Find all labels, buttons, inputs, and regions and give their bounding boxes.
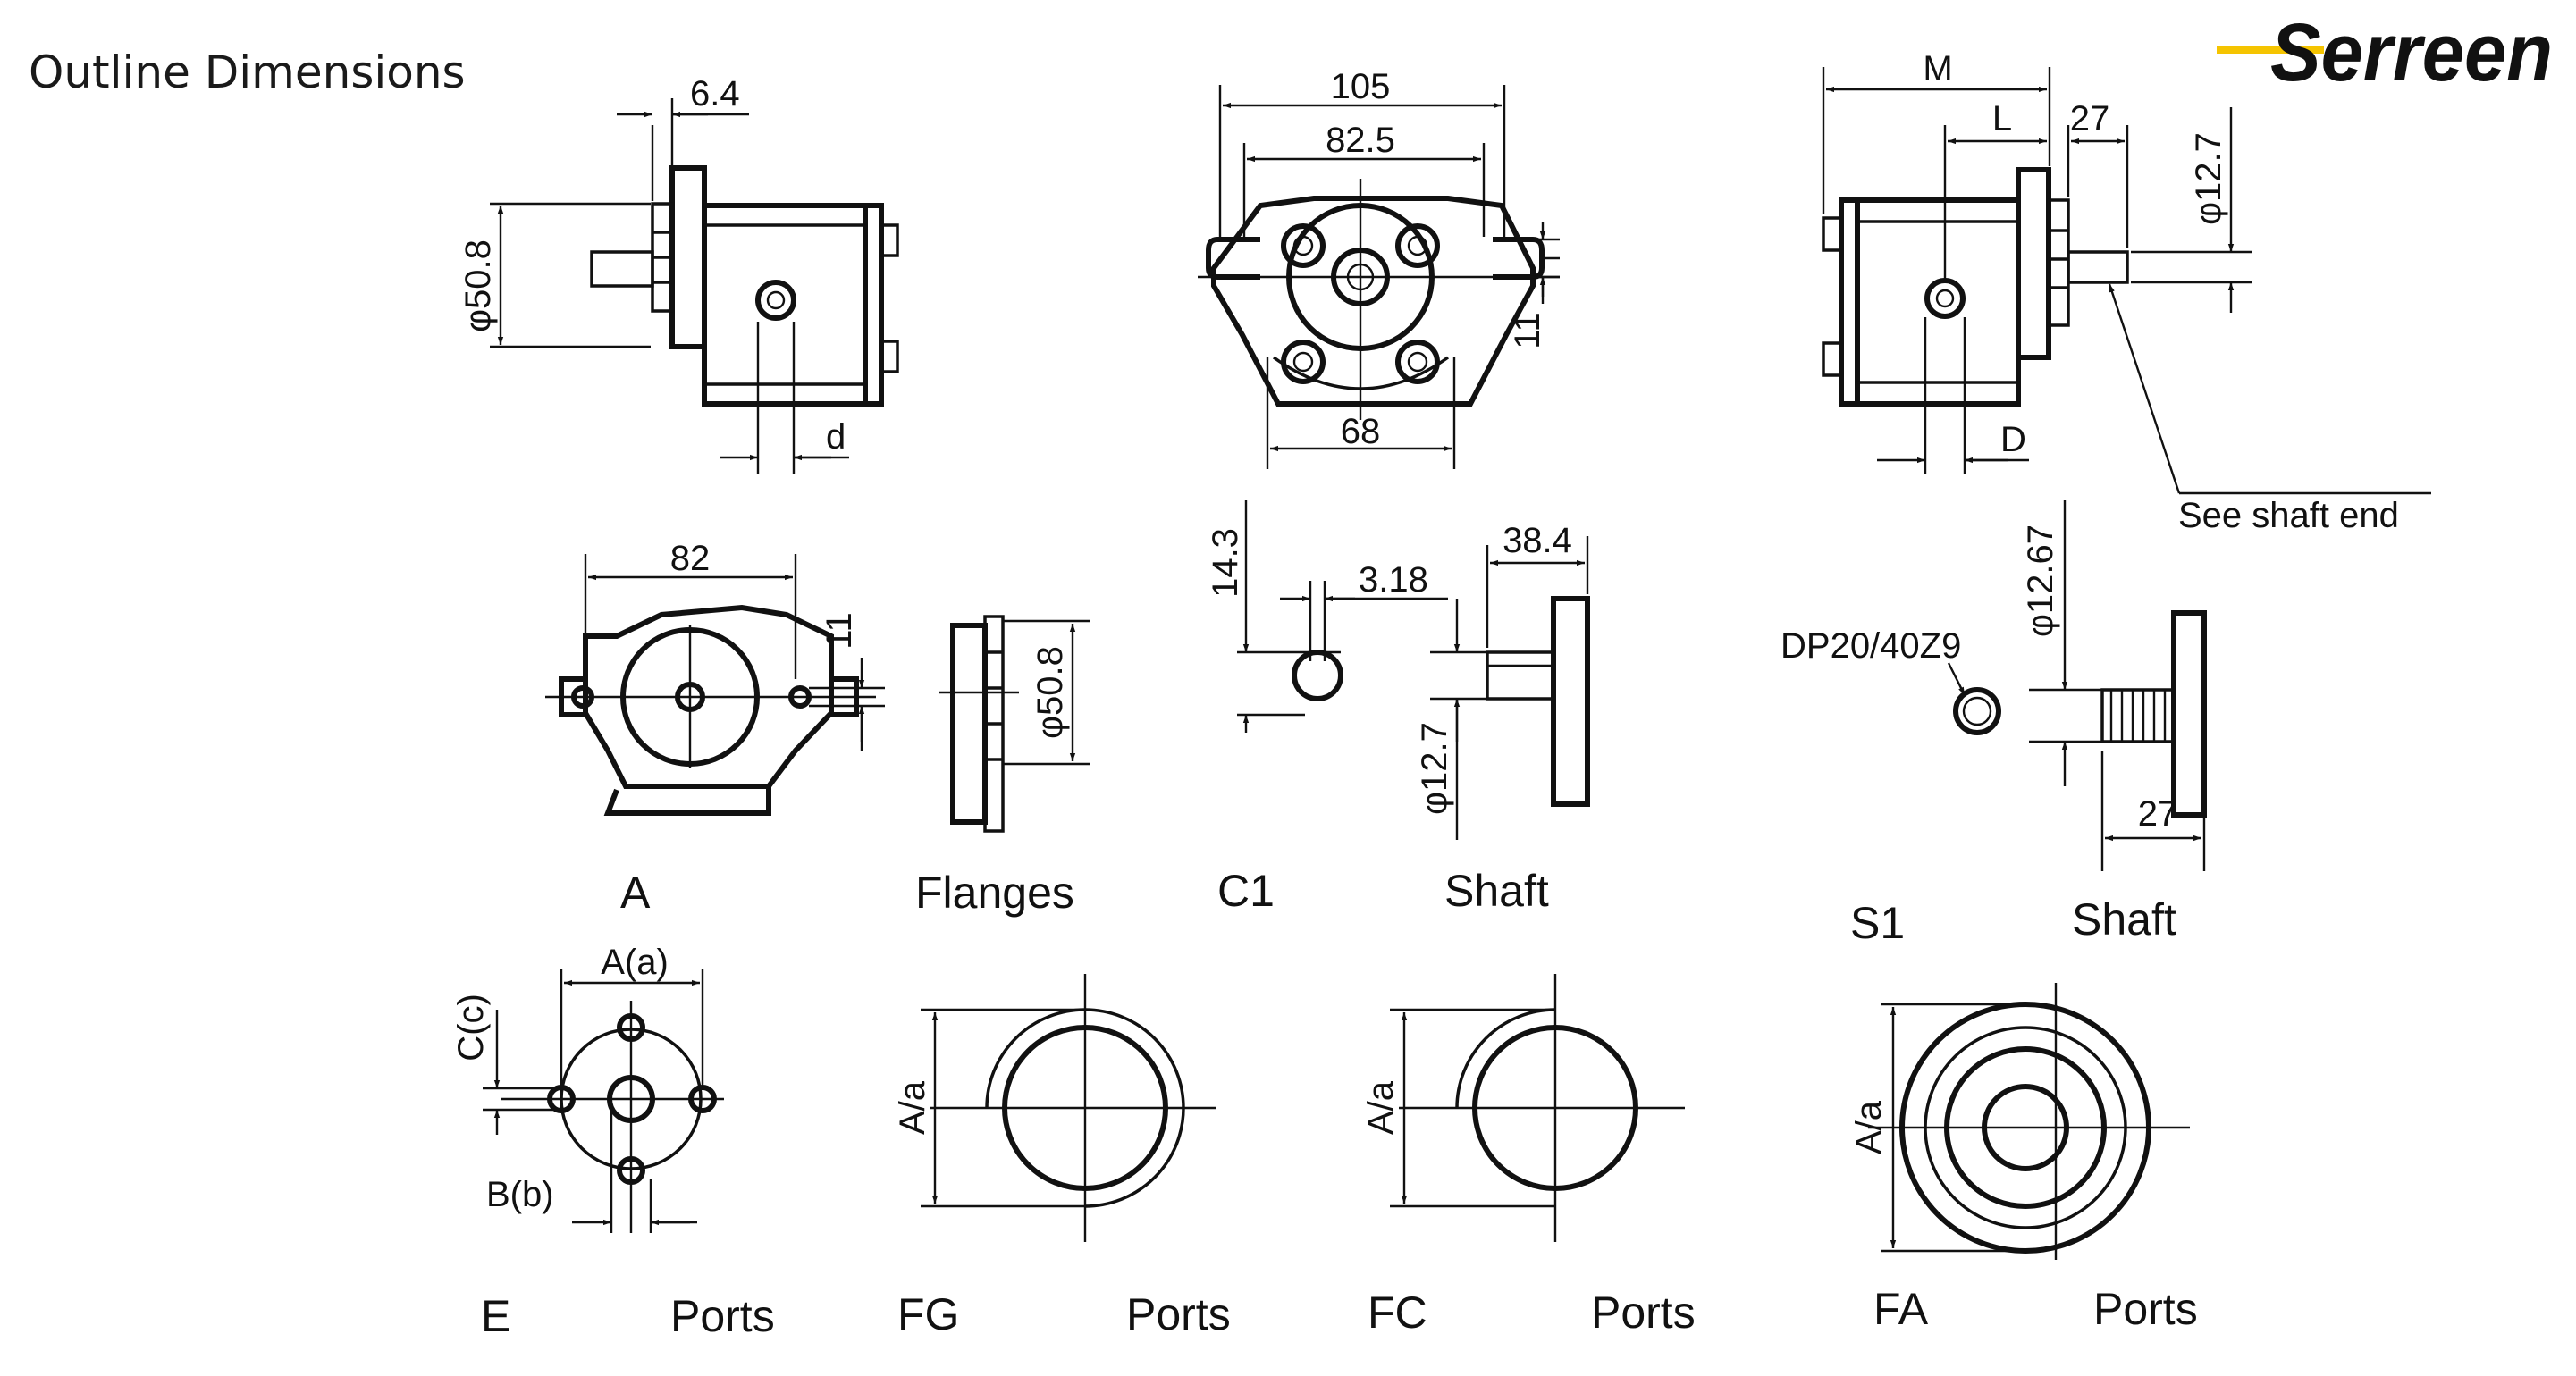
dim-body-width: 68 xyxy=(1341,412,1381,451)
dim-flange-pilot: φ50.8 xyxy=(1031,646,1070,739)
caption-flanges: Flanges xyxy=(915,868,1074,918)
dim-port-e-a: A(a) xyxy=(601,943,669,982)
spline-spec: DP20/40Z9 xyxy=(1780,626,1961,666)
dim-port-e-c: C(c) xyxy=(451,994,491,1061)
dim-slot-width: 11 xyxy=(1508,312,1547,349)
dim-port-fa: A/a xyxy=(1849,1100,1889,1154)
dim-flange-width: 82 xyxy=(670,539,711,578)
dim-c1-diameter: φ12.7 xyxy=(1415,722,1454,815)
brand-logo: Serreen xyxy=(2217,7,2553,93)
side-view-right: M L 27 φ12.7 D See shaft end xyxy=(1822,49,2431,535)
dim-port-fc: A/a xyxy=(1361,1080,1401,1135)
note-see-shaft-end: See shaft end xyxy=(2178,496,2399,535)
caption-port-e: Ports xyxy=(670,1291,775,1341)
dim-s1-length: 27 xyxy=(2138,794,2178,834)
brand-wordmark: Serreen xyxy=(2270,7,2553,93)
flange-side: φ50.8 Flanges xyxy=(915,615,1090,918)
dim-pilot-diameter: φ50.8 xyxy=(459,239,498,332)
dim-s1-diameter: φ12.67 xyxy=(2021,524,2060,637)
caption-port-fg: Ports xyxy=(1126,1289,1231,1339)
dim-flange-thickness: 6.4 xyxy=(690,74,740,113)
label-port-e: E xyxy=(481,1291,510,1341)
dim-bolt-pitch: 82.5 xyxy=(1326,121,1395,160)
dim-port-fg: A/a xyxy=(893,1080,932,1135)
caption-shaft-c1: Shaft xyxy=(1444,866,1549,916)
port-fg: A/a FG Ports xyxy=(893,974,1231,1339)
dim-port-e-b: B(b) xyxy=(486,1175,554,1214)
shaft-s1: DP20/40Z9 φ12.67 27 S1 Shaft xyxy=(1780,500,2207,948)
dim-c1-14-3: 14.3 xyxy=(1206,528,1245,598)
label-s1: S1 xyxy=(1850,898,1905,948)
caption-port-fa: Ports xyxy=(2093,1284,2198,1334)
shaft-c1: 14.3 3.18 38.4 φ12.7 C1 Shaft xyxy=(1206,500,1590,916)
dim-overall-m: M xyxy=(1923,49,1952,88)
dim-front-width: 105 xyxy=(1331,67,1391,106)
flange-a-front: 82 11 A xyxy=(545,539,885,918)
port-e: A(a) C(c) B(b) E Ports xyxy=(451,943,775,1341)
label-c1: C1 xyxy=(1217,866,1275,916)
dim-port-big-d: D xyxy=(2000,420,2026,459)
dim-l: L xyxy=(1992,99,2012,138)
port-fa: A/a FA Ports xyxy=(1849,983,2198,1334)
caption-shaft-s1: Shaft xyxy=(2072,894,2176,944)
side-view-left: 6.4 φ50.8 d xyxy=(459,74,899,474)
front-view: 105 82.5 68 11 xyxy=(1198,67,1560,469)
dim-c1-length: 38.4 xyxy=(1503,521,1572,560)
caption-port-fc: Ports xyxy=(1591,1288,1696,1338)
page-title: Outline Dimensions xyxy=(29,46,466,98)
label-a: A xyxy=(620,868,651,918)
label-port-fg: FG xyxy=(897,1289,959,1339)
dim-shaft-diameter: φ12.7 xyxy=(2189,132,2228,225)
dim-flange-slot: 11 xyxy=(820,612,859,650)
dim-c1-key: 3.18 xyxy=(1359,560,1428,600)
dim-shaft-length: 27 xyxy=(2070,99,2110,138)
dim-port-d: d xyxy=(826,417,846,457)
label-port-fc: FC xyxy=(1368,1288,1427,1338)
port-fc: A/a FC Ports xyxy=(1361,974,1696,1338)
label-port-fa: FA xyxy=(1873,1284,1929,1334)
